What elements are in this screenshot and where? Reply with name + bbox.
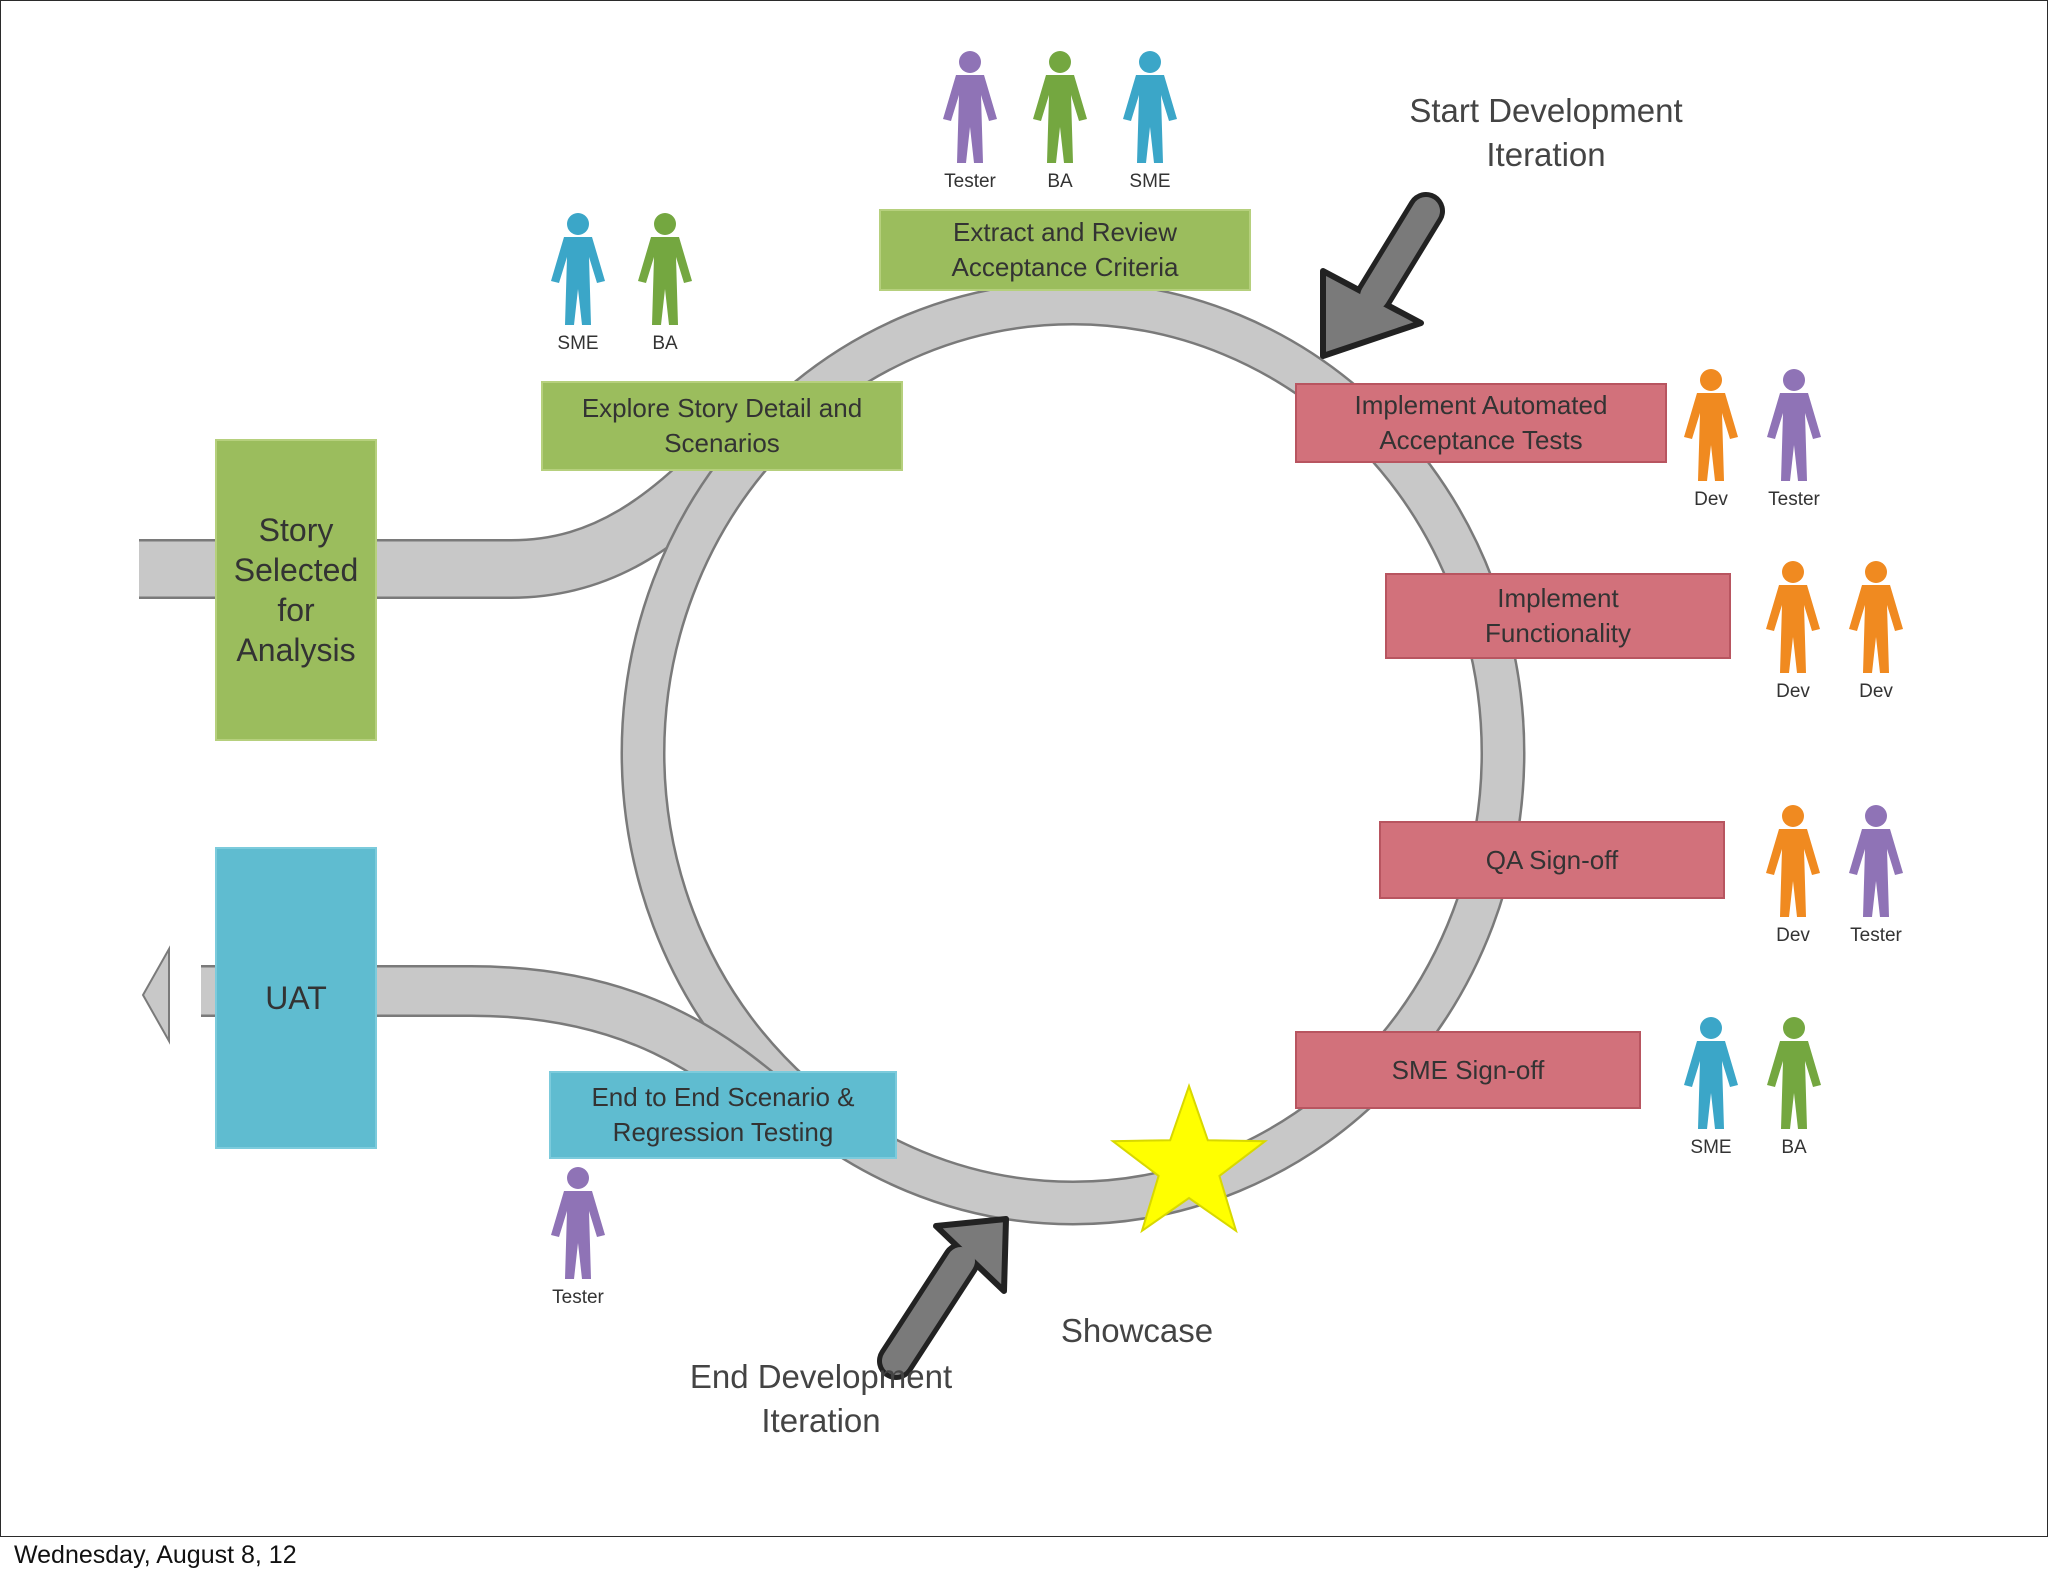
implement_tests-role-label: Dev [1694,489,1728,510]
implement_tests-role-label: Tester [1768,489,1820,510]
tester-person-icon [551,1167,605,1279]
slide-date-footer: Wednesday, August 8, 12 [14,1541,297,1569]
dev-person-icon [1849,561,1903,673]
dev-person-icon [1766,805,1820,917]
extract-role-label: BA [1047,171,1073,192]
sme_signoff-role-label: SME [1690,1137,1732,1158]
sme-person-icon [1684,1017,1738,1129]
ba-person-icon [1033,51,1087,163]
sme_signoff-role-label: BA [1781,1137,1807,1158]
dev-person-icon [1766,561,1820,673]
implement_func-role-label: Dev [1776,681,1810,702]
implement-tests-step: Implement Automated Acceptance Tests [1295,383,1667,463]
explore-role-label: BA [652,333,678,354]
extract-criteria-step: Extract and Review Acceptance Criteria [879,209,1251,291]
explore-role-label: SME [557,333,599,354]
extract-role-label: SME [1129,171,1171,192]
ba-person-icon [1767,1017,1821,1129]
sme-signoff-step: SME Sign-off [1295,1031,1641,1109]
role-figures [551,51,1903,1279]
end-iteration-arrow [877,1216,1009,1380]
qa-signoff-step: QA Sign-off [1379,821,1725,899]
implement-functionality-step: Implement Functionality [1385,573,1731,659]
uat-exit-arrowhead [141,945,170,1045]
explore-story-step: Explore Story Detail and Scenarios [541,381,903,471]
e2e-role-label: Tester [552,1287,604,1308]
qa-role-label: Tester [1850,925,1902,946]
start-iteration-caption: Start Development Iteration [1409,92,1683,173]
qa-role-label: Dev [1776,925,1810,946]
showcase-caption: Showcase [1060,1312,1214,1349]
ba-person-icon [638,213,692,325]
end-iteration-caption: End Development Iteration [689,1358,953,1439]
extract-role-label: Tester [944,171,996,192]
story-selected-box: Story Selected for Analysis [215,439,377,741]
end-to-end-testing-step: End to End Scenario & Regression Testing [549,1071,897,1159]
sme-person-icon [1123,51,1177,163]
tester-person-icon [1767,369,1821,481]
showcase-star-icon [1109,1082,1269,1234]
dev-person-icon [1684,369,1738,481]
implement_func-role-label: Dev [1859,681,1893,702]
slide: Story Selected for Analysis UAT Explore … [0,0,2048,1537]
uat-box: UAT [215,847,377,1149]
tester-person-icon [943,51,997,163]
iteration-loop-track [620,280,1526,1226]
start-iteration-arrow [1320,192,1445,359]
tester-person-icon [1849,805,1903,917]
sme-person-icon [551,213,605,325]
